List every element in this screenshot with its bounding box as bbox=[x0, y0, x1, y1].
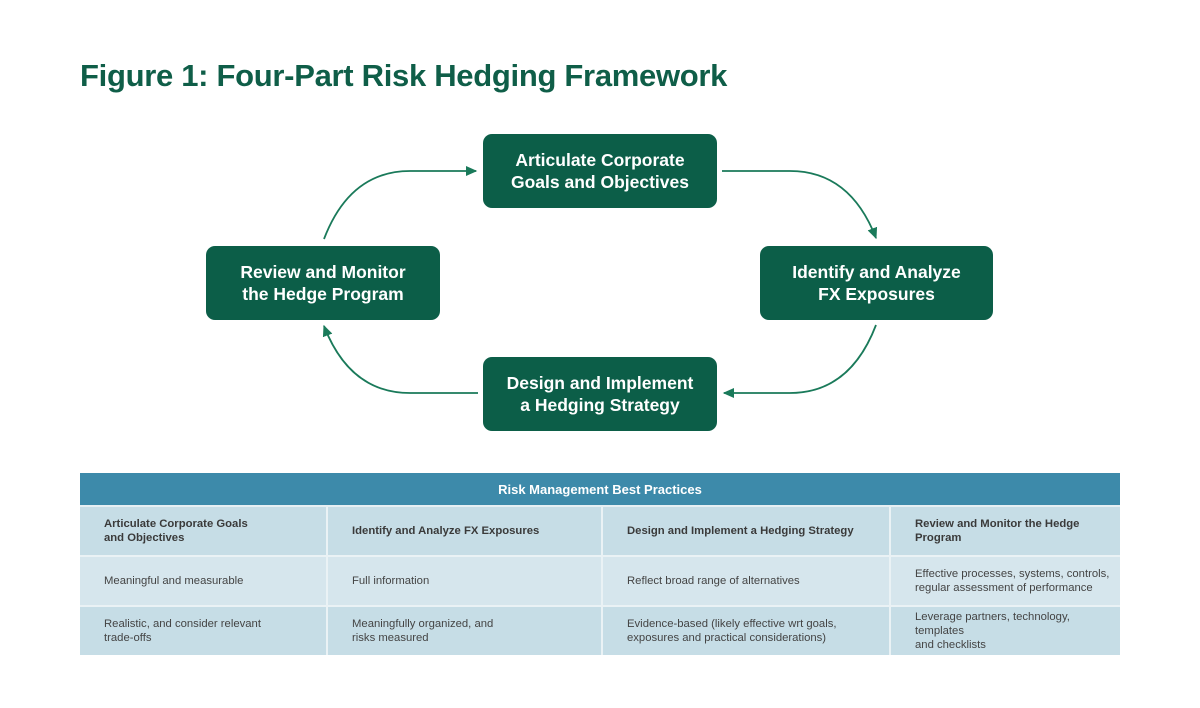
table-row: Realistic, and consider relevant trade-o… bbox=[80, 606, 1120, 655]
table-cell: Reflect broad range of alternatives bbox=[602, 556, 891, 607]
node-label: Identify and Analyze FX Exposures bbox=[792, 262, 961, 304]
arrow-bottom-to-left bbox=[322, 324, 478, 394]
table-caption: Risk Management Best Practices bbox=[80, 473, 1120, 507]
figure-title: Figure 1: Four-Part Risk Hedging Framewo… bbox=[80, 58, 728, 93]
table-cell: Leverage partners, technology, templates… bbox=[890, 606, 1120, 655]
table-cell: Meaningfully organized, and risks measur… bbox=[327, 606, 603, 655]
table-cell: Realistic, and consider relevant trade-o… bbox=[80, 606, 328, 655]
table-cell: Meaningful and measurable bbox=[80, 556, 328, 607]
table-header-cell: Identify and Analyze FX Exposures bbox=[327, 506, 603, 557]
table-row: Meaningful and measurable Full informati… bbox=[80, 556, 1120, 607]
arrow-right-to-bottom bbox=[722, 324, 877, 399]
node-design-strategy: Design and Implement a Hedging Strategy bbox=[483, 357, 717, 431]
arrow-left-to-top bbox=[323, 165, 478, 240]
table-cell: Evidence-based (likely effective wrt goa… bbox=[602, 606, 891, 655]
node-label: Design and Implement a Hedging Strategy bbox=[506, 373, 694, 415]
node-identify-exposures: Identify and Analyze FX Exposures bbox=[760, 246, 993, 320]
table-cell: Effective processes, systems, controls, … bbox=[890, 556, 1120, 607]
table-header-cell: Design and Implement a Hedging Strategy bbox=[602, 506, 891, 557]
arrow-top-to-right bbox=[722, 170, 878, 240]
table-cell: Full information bbox=[327, 556, 603, 607]
table-header-row: Articulate Corporate Goals and Objective… bbox=[80, 506, 1120, 557]
best-practices-table: Risk Management Best Practices Articulat… bbox=[80, 473, 1120, 655]
node-review-program: Review and Monitor the Hedge Program bbox=[206, 246, 440, 320]
table-header-cell: Review and Monitor the Hedge Program bbox=[890, 506, 1120, 557]
table-header-cell: Articulate Corporate Goals and Objective… bbox=[80, 506, 328, 557]
node-label: Articulate Corporate Goals and Objective… bbox=[511, 150, 689, 192]
node-label: Review and Monitor the Hedge Program bbox=[240, 262, 406, 304]
node-articulate-goals: Articulate Corporate Goals and Objective… bbox=[483, 134, 717, 208]
